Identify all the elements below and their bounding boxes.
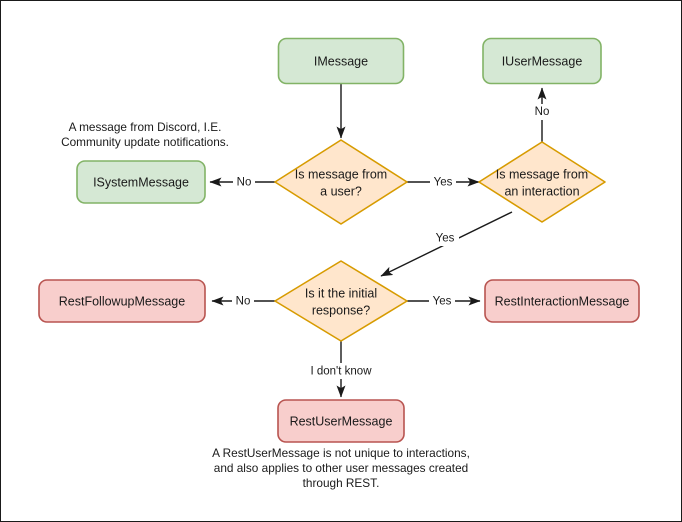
node-restinteractionmessage-box[interactable] bbox=[484, 279, 640, 323]
edge-label-i-dont-know: I don't know bbox=[310, 366, 372, 378]
node-is-message-from-a-user-diamond[interactable] bbox=[274, 139, 408, 225]
node-restusermessage-label: RestUserMessage bbox=[290, 414, 393, 428]
note-rest-user-message-line1: A RestUserMessage is not unique to inter… bbox=[212, 446, 470, 460]
note-rest-user-message: A RestUserMessage is not unique to inter… bbox=[212, 446, 470, 490]
node-imessage-label: IMessage bbox=[314, 54, 368, 68]
node-restfollowupmessage-label: RestFollowupMessage bbox=[59, 294, 185, 308]
node-restusermessage[interactable]: RestUserMessage bbox=[277, 399, 405, 443]
note-system-message-line2: Community update notifications. bbox=[61, 135, 229, 149]
node-iusermessage[interactable]: IUserMessage bbox=[482, 37, 602, 85]
edges-layer: ISystemMessage --> No Is message from an… bbox=[209, 84, 554, 398]
edge-label-yes-initial: Yes bbox=[436, 233, 455, 245]
node-is-it-the-initial-response-label-line1: Is it the initial bbox=[305, 286, 377, 300]
node-is-message-from-an-interaction-diamond[interactable] bbox=[478, 141, 606, 223]
edge-user-question-yes-to-interaction-question: Yes bbox=[404, 174, 480, 190]
node-restfollowupmessage-box[interactable] bbox=[38, 279, 206, 323]
node-is-it-the-initial-response-label-line2: response? bbox=[312, 303, 370, 317]
node-is-message-from-an-interaction[interactable]: Is message from an interaction bbox=[478, 141, 606, 223]
note-system-message-line1: A message from Discord, I.E. bbox=[69, 120, 222, 134]
edge-interaction-question-no-to-iusermessage: No bbox=[531, 87, 554, 142]
notes-layer: A message from Discord, I.E. Community u… bbox=[61, 120, 470, 490]
note-rest-user-message-line3: through REST. bbox=[303, 476, 380, 490]
note-rest-user-message-line2: and also applies to other user messages … bbox=[214, 461, 468, 475]
node-is-message-from-a-user-label-line1: Is message from bbox=[295, 167, 387, 181]
node-isystemmessage-label: ISystemMessage bbox=[93, 175, 189, 189]
node-restinteractionmessage[interactable]: RestInteractionMessage bbox=[484, 279, 640, 323]
edge-user-question-no-to-isystemmessage: No bbox=[209, 174, 278, 190]
node-is-message-from-an-interaction-label-line2: an interaction bbox=[504, 184, 579, 198]
nodes-layer: IMessage IUserMessage ISystemMessage Is … bbox=[38, 37, 640, 443]
node-imessage-box[interactable] bbox=[277, 37, 405, 85]
node-iusermessage-label: IUserMessage bbox=[502, 54, 583, 68]
node-isystemmessage-box[interactable] bbox=[76, 160, 206, 204]
edge-label-no-system: No bbox=[237, 177, 252, 189]
edge-label-yes-interaction: Yes bbox=[434, 177, 453, 189]
node-is-it-the-initial-response[interactable]: Is it the initial response? bbox=[274, 260, 408, 342]
node-restusermessage-box[interactable] bbox=[277, 399, 405, 443]
node-iusermessage-box[interactable] bbox=[482, 37, 602, 85]
edge-interaction-question-yes-to-initial-response: Yes bbox=[380, 211, 513, 277]
edge-initial-response-no-to-restfollowupmessage: No bbox=[211, 293, 278, 309]
node-is-it-the-initial-response-diamond[interactable] bbox=[274, 260, 408, 342]
node-imessage[interactable]: IMessage bbox=[277, 37, 405, 85]
node-is-message-from-a-user[interactable]: Is message from a user? bbox=[274, 139, 408, 225]
edge-initial-response-yes-to-restinteractionmessage: Yes bbox=[404, 293, 481, 309]
edge-label-no-followup: No bbox=[236, 296, 251, 308]
node-is-message-from-a-user-label-line2: a user? bbox=[320, 184, 362, 198]
note-system-message: A message from Discord, I.E. Community u… bbox=[61, 120, 229, 149]
node-is-message-from-an-interaction-label-line1: Is message from bbox=[496, 167, 588, 181]
edge-initial-response-unknown-to-restusermessage: I don't know bbox=[301, 341, 381, 398]
node-isystemmessage[interactable]: ISystemMessage bbox=[76, 160, 206, 204]
node-restfollowupmessage[interactable]: RestFollowupMessage bbox=[38, 279, 206, 323]
node-restinteractionmessage-label: RestInteractionMessage bbox=[495, 294, 630, 308]
edge-label-no-user: No bbox=[535, 106, 550, 118]
edge-label-yes-restinteraction: Yes bbox=[433, 296, 452, 308]
